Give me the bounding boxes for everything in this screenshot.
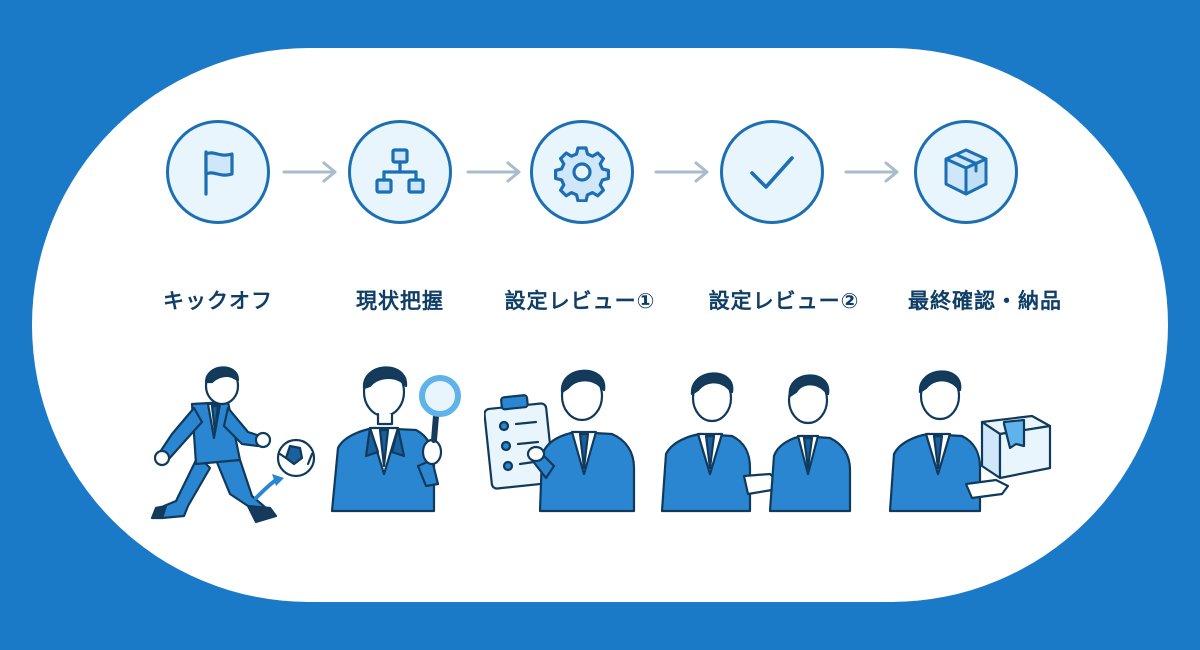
businessman-delivering-box-illustration (888, 370, 1052, 513)
step-1-label: キックオフ (163, 289, 273, 313)
businessman-clipboard-illustration (484, 369, 636, 513)
businessman-kicking-ball-illustration (150, 366, 316, 524)
arrow-right-icon (844, 161, 899, 183)
step-5-package-box-icon (914, 120, 1018, 224)
arrow-right-icon (282, 161, 337, 183)
step-4-checkmark-icon (720, 120, 824, 224)
businessman-magnifier-illustration (330, 366, 461, 513)
step-1-flag-icon (166, 120, 270, 224)
step-5-label: 最終確認・納品 (908, 289, 1062, 313)
step-2-label: 現状把握 (356, 289, 444, 313)
step-4-label: 設定レビュー② (708, 289, 860, 313)
step-3-gear-icon (530, 120, 634, 224)
arrow-right-icon (466, 161, 521, 183)
arrow-right-icon (654, 161, 709, 183)
step-3-label: 設定レビュー① (504, 289, 656, 313)
step-2-org-chart-icon (348, 120, 452, 224)
two-businessmen-discussing-illustration (660, 372, 852, 513)
